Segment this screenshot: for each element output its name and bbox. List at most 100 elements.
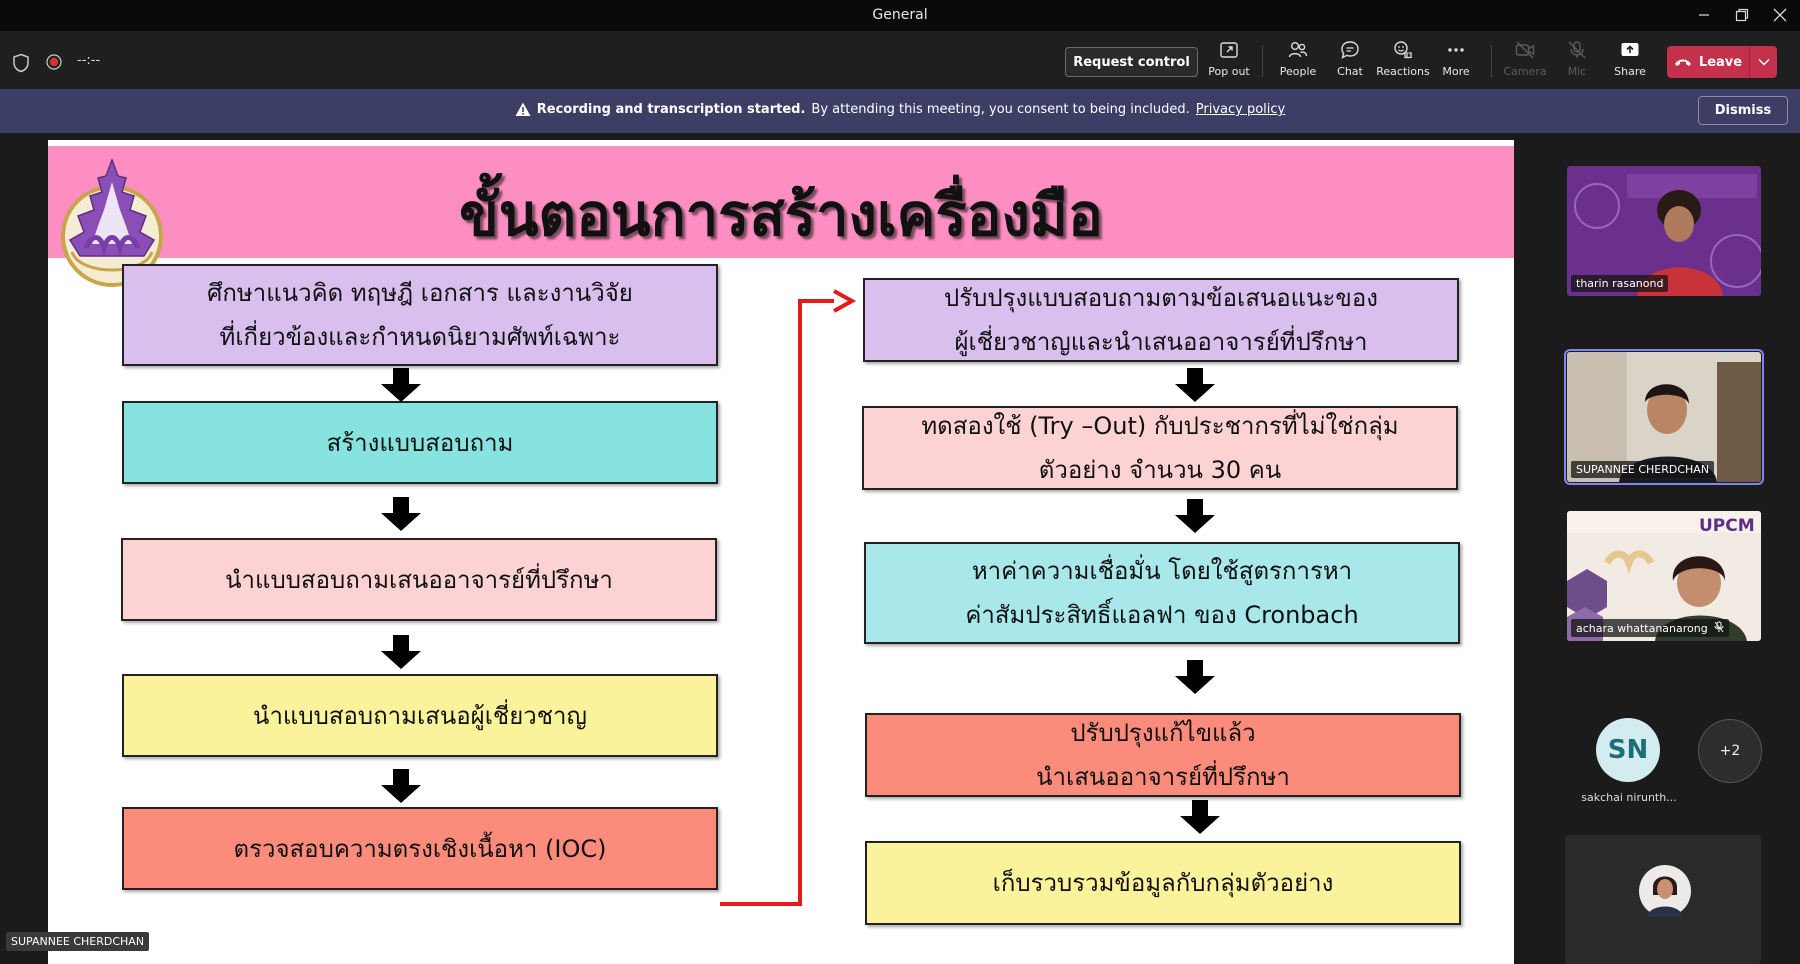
step-text: ทดสองใช้ (Try –Out) กับประชากรที่ไม่ใช่ก… bbox=[921, 412, 1399, 440]
pop-out-label: Pop out bbox=[1208, 65, 1250, 78]
down-arrow-icon bbox=[381, 497, 421, 531]
self-view-tile[interactable] bbox=[1565, 835, 1761, 964]
participant-gallery: tharin rasanond SUPANNEE CHERDCHAN UPCM … bbox=[1548, 133, 1800, 964]
people-label: People bbox=[1279, 65, 1317, 78]
share-icon bbox=[1621, 43, 1639, 56]
request-control-button[interactable]: Request control bbox=[1065, 47, 1198, 77]
step-right-5: เก็บรวบรวมข้อมูลกับกลุ่มตัวอย่าง bbox=[865, 841, 1461, 925]
university-logo-icon bbox=[61, 157, 163, 287]
slide: ขั้นตอนการสร้างเครื่องมือ ศึกษาแนวคิด ทฤ… bbox=[48, 140, 1514, 964]
pop-out-button[interactable]: Pop out bbox=[1201, 39, 1257, 85]
minimize-button[interactable] bbox=[1684, 3, 1724, 27]
down-arrow-icon bbox=[1175, 499, 1215, 533]
step-text: หาค่าความเชื่อมั่น โดยใช้สูตรการหา bbox=[971, 557, 1353, 585]
participant-name: sakchai nirunth... bbox=[1581, 791, 1677, 804]
participant-tile[interactable]: UPCM achara whattananarong bbox=[1567, 511, 1761, 641]
step-text: ตัวอย่าง จำนวน 30 คน bbox=[1038, 456, 1282, 484]
pop-out-icon bbox=[1220, 42, 1238, 58]
slide-header: ขั้นตอนการสร้างเครื่องมือ bbox=[48, 146, 1514, 258]
title-bar: General bbox=[0, 0, 1800, 31]
reactions-label: Reactions bbox=[1376, 65, 1430, 78]
shared-screen: ขั้นตอนการสร้างเครื่องมือ ศึกษาแนวคิด ทฤ… bbox=[0, 133, 1548, 964]
chat-label: Chat bbox=[1337, 65, 1363, 78]
close-icon bbox=[1773, 8, 1787, 22]
step-text: เก็บรวบรวมข้อมูลกับกลุ่มตัวอย่าง bbox=[992, 869, 1334, 897]
overflow-participants-button[interactable]: +2 bbox=[1698, 719, 1762, 783]
flow-connector-arrow bbox=[720, 289, 857, 906]
more-button[interactable]: More bbox=[1428, 39, 1484, 85]
mic-button[interactable]: Mic bbox=[1549, 39, 1605, 85]
step-right-2: ทดสองใช้ (Try –Out) กับประชากรที่ไม่ใช่ก… bbox=[862, 406, 1458, 490]
participant-name: SUPANNEE CHERDCHAN bbox=[1571, 461, 1715, 478]
step-text: ปรับปรุงแบบสอบถามตามข้อเสนอแนะของ bbox=[944, 284, 1378, 312]
reactions-button[interactable]: Reactions bbox=[1375, 39, 1431, 85]
share-button[interactable]: Share bbox=[1602, 39, 1658, 85]
down-arrow-icon bbox=[381, 635, 421, 669]
step-text: ปรับปรุงแก้ไขแล้ว bbox=[1070, 719, 1256, 747]
banner-text: By attending this meeting, you consent t… bbox=[811, 102, 1190, 117]
participant-tile-active-speaker[interactable]: SUPANNEE CHERDCHAN bbox=[1564, 349, 1764, 485]
step-text: ค่าสัมประสิทธิ์แอลฟา ของ Cronbach bbox=[965, 601, 1359, 629]
down-arrow-icon bbox=[381, 769, 421, 803]
banner-message: Recording and transcription started. By … bbox=[0, 102, 1800, 117]
step-text: ที่เกี่ยวข้องและกำหนดนิยามศัพท์เฉพาะ bbox=[219, 323, 621, 351]
participant-avatar[interactable]: SN bbox=[1596, 718, 1660, 782]
restore-button[interactable] bbox=[1722, 3, 1762, 27]
meeting-timer: --:-- bbox=[77, 53, 101, 68]
leave-label: Leave bbox=[1698, 54, 1743, 70]
step-text: นำแบบสอบถามเสนอผู้เชี่ยวชาญ bbox=[253, 701, 587, 730]
leave-group: Leave bbox=[1667, 46, 1777, 78]
step-left-2: สร้างแบบสอบถาม bbox=[122, 401, 718, 484]
meeting-toolbar: --:-- Request control Pop out People Cha… bbox=[0, 31, 1800, 89]
restore-icon bbox=[1735, 8, 1749, 22]
participant-name-text: achara whattananarong bbox=[1576, 622, 1708, 635]
more-label: More bbox=[1442, 65, 1470, 78]
minimize-icon bbox=[1699, 14, 1709, 16]
more-icon bbox=[1448, 48, 1464, 52]
chevron-down-icon bbox=[1757, 58, 1770, 66]
step-left-4: นำแบบสอบถามเสนอผู้เชี่ยวชาญ bbox=[122, 674, 718, 757]
step-text: ผู้เชี่ยวชาญและนำเสนออาจารย์ที่ปรึกษา bbox=[954, 328, 1368, 356]
tile-background-text: UPCM bbox=[1699, 516, 1755, 536]
participant-video bbox=[1567, 166, 1761, 296]
step-left-3: นำแบบสอบถามเสนออาจารย์ที่ปรึกษา bbox=[121, 538, 717, 621]
mic-label: Mic bbox=[1567, 65, 1587, 78]
step-text: ศึกษาแนวคิด ทฤษฎี เอกสาร และงานวิจัย bbox=[207, 279, 633, 307]
hang-up-icon bbox=[1674, 59, 1691, 66]
down-arrow-icon bbox=[1175, 660, 1215, 694]
privacy-policy-link[interactable]: Privacy policy bbox=[1195, 102, 1286, 117]
down-arrow-icon bbox=[1180, 800, 1220, 834]
step-left-1: ศึกษาแนวคิด ทฤษฎี เอกสาร และงานวิจัยที่เ… bbox=[122, 264, 718, 366]
close-button[interactable] bbox=[1760, 3, 1800, 27]
camera-button[interactable]: Camera bbox=[1497, 39, 1553, 85]
dismiss-button[interactable]: Dismiss bbox=[1698, 96, 1788, 125]
recording-icon bbox=[46, 54, 62, 70]
people-icon bbox=[1288, 42, 1308, 58]
leave-button[interactable]: Leave bbox=[1667, 46, 1749, 78]
participant-name: achara whattananarong bbox=[1571, 619, 1730, 637]
mic-muted-icon bbox=[1714, 621, 1724, 633]
people-button[interactable]: People bbox=[1270, 39, 1326, 85]
mic-off-icon bbox=[1568, 41, 1586, 59]
step-text: ตรวจสอบความตรงเชิงเนื้อหา (IOC) bbox=[233, 834, 607, 863]
self-avatar bbox=[1639, 865, 1691, 917]
overflow-count: +2 bbox=[1719, 743, 1741, 759]
toolbar-divider bbox=[1262, 45, 1263, 77]
step-left-5: ตรวจสอบความตรงเชิงเนื้อหา (IOC) bbox=[122, 807, 718, 890]
share-label: Share bbox=[1614, 65, 1646, 78]
chat-button[interactable]: Chat bbox=[1322, 39, 1378, 85]
participant-tile[interactable]: tharin rasanond bbox=[1567, 166, 1761, 296]
reactions-icon bbox=[1394, 41, 1412, 59]
presenter-name-tag: SUPANNEE CHERDCHAN bbox=[6, 932, 150, 951]
down-arrow-icon bbox=[1175, 368, 1215, 402]
step-text: นำแบบสอบถามเสนออาจารย์ที่ปรึกษา bbox=[225, 565, 613, 594]
leave-options-button[interactable] bbox=[1749, 46, 1777, 78]
participant-name: tharin rasanond bbox=[1571, 275, 1669, 292]
window-title: General bbox=[872, 7, 928, 23]
camera-off-icon bbox=[1515, 41, 1535, 59]
down-arrow-icon bbox=[381, 368, 421, 402]
slide-title: ขั้นตอนการสร้างเครื่องมือ bbox=[459, 181, 1103, 249]
warning-icon bbox=[515, 102, 531, 116]
shield-icon[interactable] bbox=[12, 53, 30, 73]
step-text: สร้างแบบสอบถาม bbox=[326, 428, 514, 457]
